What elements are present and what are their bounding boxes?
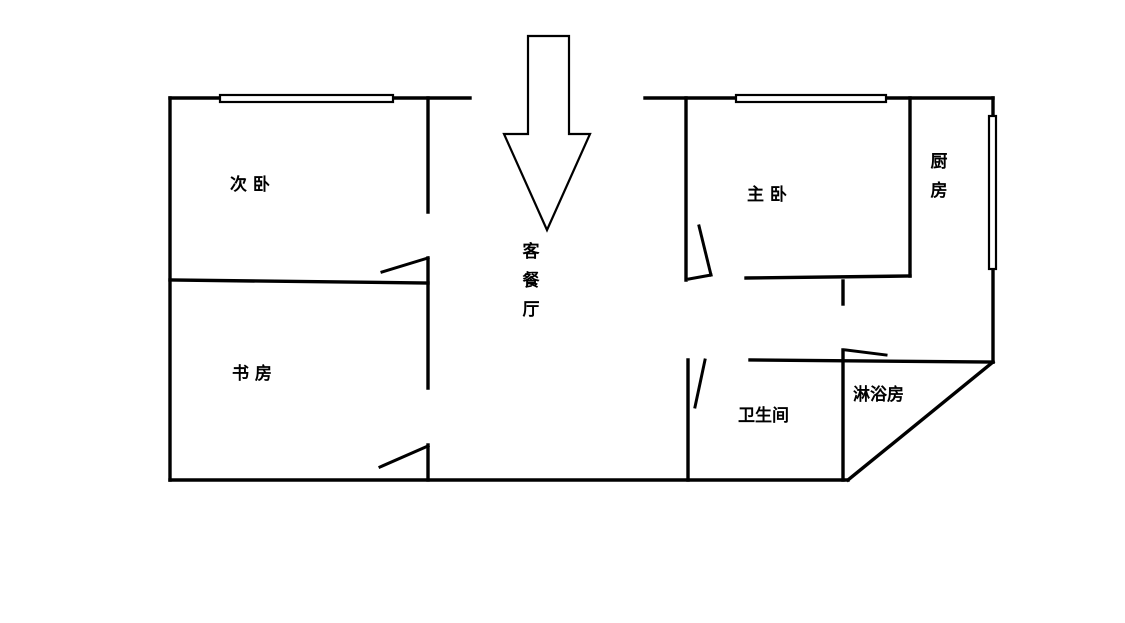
interior-walls <box>168 96 995 482</box>
doors <box>378 224 888 469</box>
down-arrow-icon <box>502 34 592 233</box>
room-label-kitchen: 厨房 <box>930 152 948 201</box>
room-label-master-bedroom: 主 卧 <box>747 185 787 205</box>
window-master-bedroom <box>734 93 888 104</box>
room-label-shower-room: 淋浴房 <box>853 385 904 405</box>
windows <box>218 93 998 271</box>
window-kitchen <box>987 114 998 271</box>
room-label-living-dining: 客餐厅 <box>522 242 540 320</box>
window-second-bedroom <box>218 93 395 104</box>
room-label-study: 书 房 <box>232 364 272 384</box>
room-label-bathroom: 卫生间 <box>738 406 789 426</box>
room-label-second-bedroom: 次 卧 <box>230 175 270 195</box>
